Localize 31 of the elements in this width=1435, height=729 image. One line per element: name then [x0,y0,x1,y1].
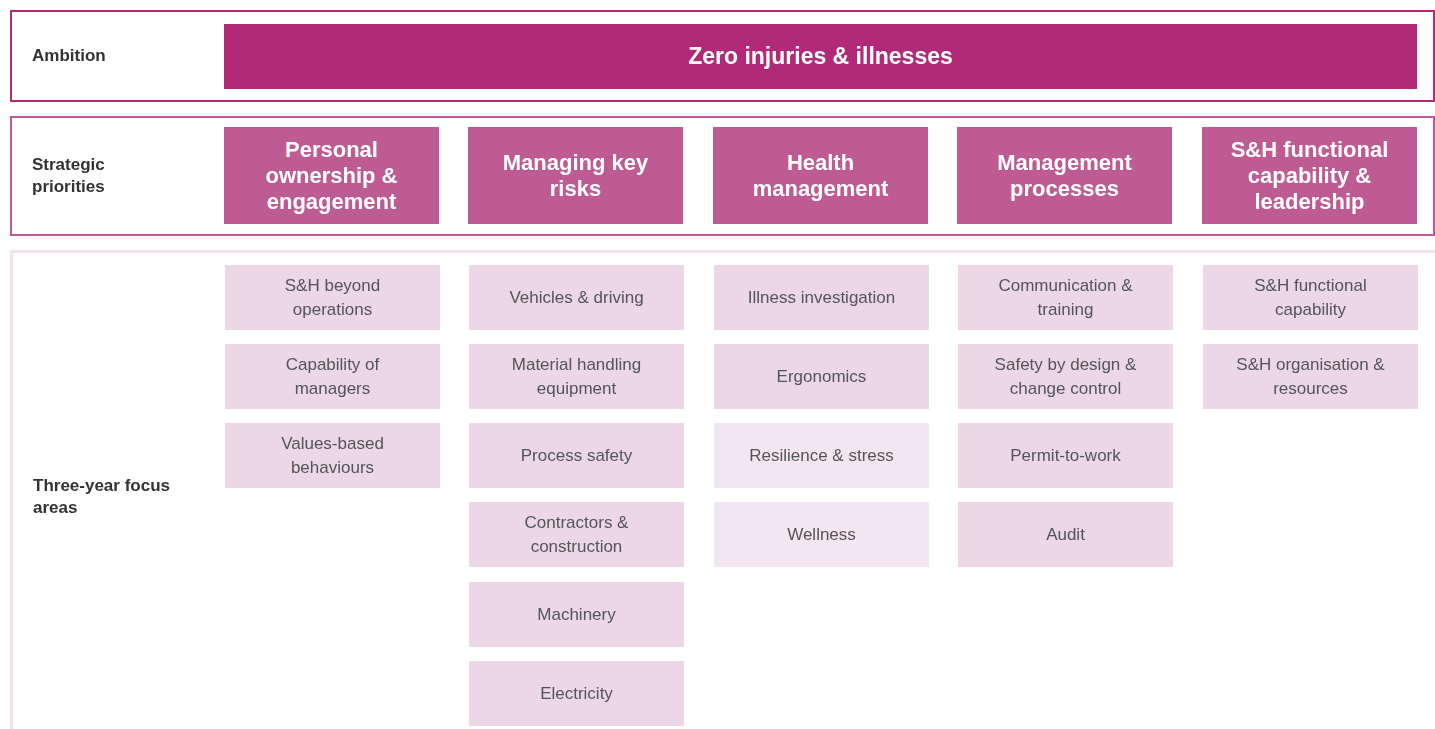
priorities-row-panel [10,116,1435,236]
row-heading: Three-year focus areas [33,475,171,519]
priority-box: Health management [713,127,928,224]
ambition-banner: Zero injuries & illnesses [224,24,1417,89]
focus-area-box: Process safety [469,423,684,488]
focus-area-box: Capability of managers [225,344,440,409]
priority-box: Personal ownership & engagement [224,127,439,224]
focus-area-box: Permit-to-work [958,423,1173,488]
focus-area-box: Values-based behaviours [225,423,440,488]
focus-area-box: Machinery [469,582,684,647]
focus-row-panel [10,250,1435,729]
focus-area-box: Safety by design & change control [958,344,1173,409]
priority-box: S&H functional capability & leadership [1202,127,1417,224]
row-heading: Strategic priorities [32,154,106,198]
focus-area-box: Resilience & stress [714,423,929,488]
focus-area-box: S&H functional capability [1203,265,1418,330]
priority-box: Managing key risks [468,127,683,224]
ambition-row-panel [10,10,1435,102]
row-heading: Ambition [32,45,107,67]
focus-area-box: S&H organisation & resources [1203,344,1418,409]
focus-area-box: Wellness [714,502,929,567]
focus-area-box: Vehicles & driving [469,265,684,330]
focus-area-box: Illness investigation [714,265,929,330]
focus-area-box: Ergonomics [714,344,929,409]
priority-box: Management processes [957,127,1172,224]
focus-area-box: Contractors & construction [469,502,684,567]
focus-area-box: Communication & training [958,265,1173,330]
focus-area-box: Electricity [469,661,684,726]
focus-area-box: S&H beyond operations [225,265,440,330]
focus-area-box: Audit [958,502,1173,567]
focus-area-box: Material handling equipment [469,344,684,409]
